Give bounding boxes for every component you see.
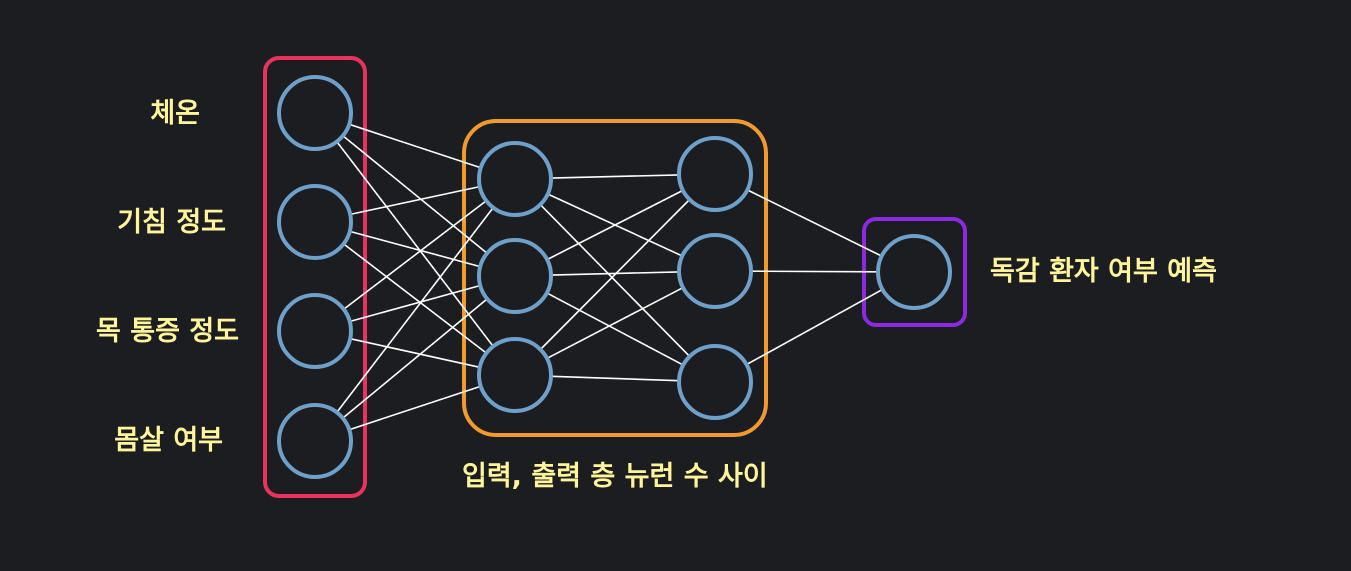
edge-l2-2-0 xyxy=(746,288,883,366)
neuron-layer2-1 xyxy=(677,233,753,309)
input-label-body-ache: 몸살 여부 xyxy=(114,425,223,456)
edge-l0-2-1 xyxy=(349,284,481,323)
edge-l0-0-2 xyxy=(336,141,494,347)
neuron-layer0-0 xyxy=(277,75,353,151)
edge-l0-2-0 xyxy=(343,200,487,310)
edge-l1-1-2 xyxy=(546,292,684,366)
neuron-layer0-2 xyxy=(277,293,353,369)
connections xyxy=(336,123,883,431)
input-label-temperature: 체온 xyxy=(150,98,200,129)
neuron-layer1-0 xyxy=(477,141,553,217)
input-label-cough: 기침 정도 xyxy=(117,207,226,238)
hidden-layers-caption: 입력, 출력 층 뉴런 수 사이 xyxy=(462,461,768,492)
edge-l0-2-2 xyxy=(350,337,480,369)
neuron-layer1-1 xyxy=(477,238,553,314)
edge-l0-3-0 xyxy=(336,207,494,413)
neuron-layer0-3 xyxy=(277,403,353,479)
neuron-layer2-2 xyxy=(677,344,753,420)
edge-l0-0-0 xyxy=(348,123,482,169)
neuron-layer1-2 xyxy=(477,337,553,413)
input-label-sore-throat: 목 통증 정도 xyxy=(96,316,239,347)
edge-l0-1-1 xyxy=(349,230,481,268)
output-label: 독감 환자 여부 예측 xyxy=(990,256,1217,287)
neurons xyxy=(277,75,952,479)
neuron-layer2-0 xyxy=(677,136,753,212)
neuron-layer3-0 xyxy=(876,234,952,310)
edge-l0-1-0 xyxy=(350,185,480,216)
edge-l0-1-2 xyxy=(343,243,487,354)
edge-l1-1-0 xyxy=(546,189,684,261)
edge-l2-0-0 xyxy=(746,189,883,257)
hidden-layers-box xyxy=(462,119,768,437)
edge-l2-1-0 xyxy=(750,270,879,273)
input-layer-box xyxy=(263,56,367,498)
edge-l1-2-0 xyxy=(539,198,691,351)
edge-l1-0-2 xyxy=(539,204,691,357)
edge-l1-2-1 xyxy=(546,286,684,360)
edge-l0-0-1 xyxy=(342,135,488,254)
neuron-layer0-1 xyxy=(277,184,353,260)
edge-l0-3-1 xyxy=(342,298,488,419)
edge-l0-3-2 xyxy=(348,385,482,431)
edge-l1-2-2 xyxy=(550,375,680,382)
edge-l1-0-0 xyxy=(550,174,680,179)
